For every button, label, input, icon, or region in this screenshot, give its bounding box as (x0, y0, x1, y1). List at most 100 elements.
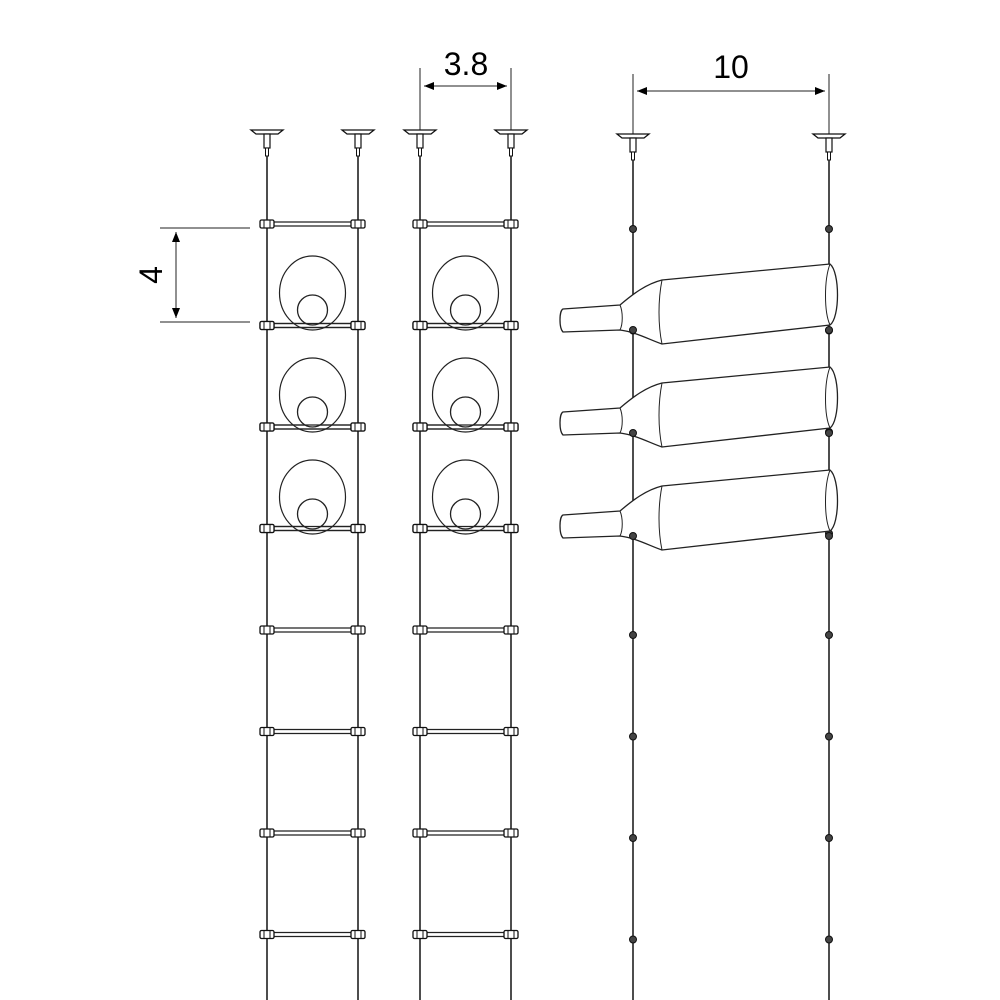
bottle-end-view (259, 459, 366, 535)
dimension-vertical-spacing: 4 (133, 227, 250, 323)
wire-clip (503, 625, 519, 635)
ceiling-mount (249, 129, 285, 157)
bottle-neck-outline (449, 396, 482, 428)
wire-clip (412, 219, 428, 229)
bottle-body (559, 469, 839, 551)
rack-rung (259, 929, 366, 940)
wire-clip (350, 625, 366, 635)
wire-bead (825, 225, 833, 233)
rack-rung (412, 625, 519, 635)
wire-bead (629, 326, 637, 334)
wire-bead (629, 429, 637, 437)
bottle-neck-outline (449, 498, 482, 530)
bottle-side-view (559, 263, 839, 345)
wire-bead (825, 326, 833, 334)
bottle-neck-ring (619, 510, 623, 537)
wire-clip (503, 828, 519, 838)
bottle-base-outline (431, 357, 500, 433)
front-view-rack-right (402, 129, 529, 1000)
bottle-base-outline (278, 459, 347, 535)
wire-clip (259, 625, 275, 635)
wire-bead (825, 935, 833, 944)
wire-bead (825, 732, 833, 741)
ceiling-mount (811, 133, 847, 161)
ceiling-mount (493, 129, 529, 157)
wire-clip (259, 320, 275, 331)
side-view-rack (559, 133, 847, 1000)
wire-clip (412, 320, 428, 331)
wire-clip (503, 422, 519, 432)
bottle-end-view (259, 357, 366, 433)
bottle-base-outline (278, 255, 347, 331)
wire-clip (259, 523, 275, 534)
wire-clip (350, 828, 366, 838)
wire-bead (825, 429, 833, 437)
dimension-front-width: 3.8 (419, 46, 512, 140)
bottle-neck-outline (296, 396, 329, 428)
bottle-neck-outline (296, 498, 329, 530)
rack-rung (259, 828, 366, 838)
wire-clip (412, 422, 428, 432)
bottle-body (559, 263, 839, 345)
bottle-neck-ring (619, 407, 623, 434)
bottle-end-view (259, 255, 366, 331)
front-view-rack-left (249, 129, 376, 1000)
bottle-shoulder-line (658, 279, 663, 345)
dimension-label-front-width: 3.8 (444, 46, 488, 82)
bottle-end-view (412, 255, 519, 331)
wire-bead (825, 834, 833, 842)
wire-bead (825, 532, 833, 540)
wire-clip (412, 625, 428, 635)
wire-clip (350, 219, 366, 229)
wire-clip (503, 523, 519, 534)
bottle-base-outline (431, 255, 500, 331)
dimension-label-side-width: 10 (713, 49, 749, 85)
bottle-base-outline (431, 459, 500, 535)
rack-rung (412, 828, 519, 838)
bottle-body (559, 366, 839, 448)
bottle-end-view (412, 459, 519, 535)
rack-rung (412, 726, 519, 737)
rack-rung (259, 726, 366, 737)
wire-bead (629, 834, 637, 842)
rack-rung (259, 219, 366, 229)
wire-clip (412, 523, 428, 534)
wire-clip (503, 726, 519, 737)
rack-rung (412, 219, 519, 229)
dimension-side-width: 10 (632, 49, 830, 140)
wire-clip (350, 422, 366, 432)
dimension-label-vertical: 4 (133, 266, 169, 284)
bottle-base-outline (278, 357, 347, 433)
wire-bead (825, 631, 833, 639)
wire-clip (412, 828, 428, 838)
bottle-base-line (825, 263, 831, 326)
rack-rung (259, 625, 366, 635)
wire-clip (259, 219, 275, 229)
wire-clip (350, 523, 366, 534)
bottle-neck-outline (296, 294, 329, 326)
wire-bead (629, 732, 637, 741)
wire-clip (503, 320, 519, 331)
wire-clip (503, 929, 519, 940)
wire-bead (629, 225, 637, 233)
wire-clip (259, 422, 275, 432)
bottle-end-view (412, 357, 519, 433)
ceiling-mount (402, 129, 438, 157)
rack-rung (412, 929, 519, 940)
bottle-shoulder-line (658, 382, 663, 448)
wire-bead (629, 532, 637, 540)
bottle-neck-ring (619, 304, 623, 331)
ceiling-mount (340, 129, 376, 157)
wire-clip (412, 929, 428, 940)
wire-clip (350, 726, 366, 737)
wire-clip (259, 726, 275, 737)
wire-clip (350, 929, 366, 940)
wire-bead (629, 935, 637, 944)
bottle-shoulder-line (658, 485, 663, 551)
wire-clip (412, 726, 428, 737)
wire-clip (503, 219, 519, 229)
wire-clip (259, 828, 275, 838)
wire-bead (629, 631, 637, 639)
wire-clip (259, 929, 275, 940)
